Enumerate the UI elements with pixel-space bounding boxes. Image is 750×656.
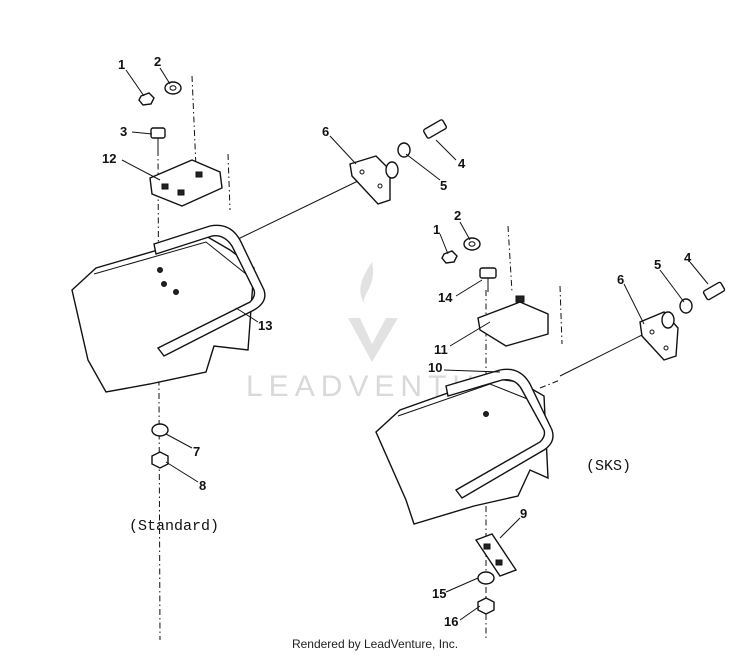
std-callout-5: 5 [440,178,447,193]
std-callout-2: 2 [154,54,161,69]
std-washer-5 [397,142,411,158]
sks-assembly [375,225,726,640]
sks-callout-4: 4 [684,250,692,265]
std-nut-1 [138,92,155,106]
standard-callouts: 1 2 3 4 5 6 7 8 12 13 [102,54,466,493]
leader-lines [121,67,709,621]
sks-callout-11: 11 [434,342,448,357]
standard-caption: (Standard) [129,518,219,535]
std-bolt-3 [150,127,166,139]
std-alignment-line-a [191,75,197,169]
sks-alignment-line-d [539,379,561,389]
sks-caption: (SKS) [586,458,631,475]
sks-callout-6: 6 [617,272,624,287]
sks-washer-15 [477,571,495,585]
sks-nut-16 [477,597,495,615]
sks-callout-2: 2 [454,208,461,223]
sks-rod-line [559,333,645,377]
watermark-flame-icon [360,262,374,306]
std-callout-8: 8 [199,478,206,493]
std-callout-7: 7 [193,444,200,459]
sks-callouts: 1 2 4 5 6 9 10 11 14 15 16 [428,208,692,629]
std-callout-1: 1 [118,57,125,72]
sks-guard-frame-10 [445,368,554,499]
std-callout-3: 3 [120,124,127,139]
std-guard-frame-13 [153,224,266,357]
std-rod-line [235,179,361,241]
sks-washer-5 [679,298,693,314]
std-callout-4: 4 [458,156,466,171]
watermark-v-icon [348,318,398,362]
std-callout-13: 13 [258,318,272,333]
sks-callout-5: 5 [654,257,661,272]
footer-credit: Rendered by LeadVenture, Inc. [291,637,459,651]
sks-callout-10: 10 [428,360,442,375]
sks-callout-16: 16 [444,614,458,629]
sks-washer-2 [463,237,481,251]
sks-plate-9 [474,533,518,577]
std-bracket-12 [149,159,223,207]
std-washer-7 [151,423,169,437]
std-alignment-line-b [157,149,161,641]
sks-callout-9: 9 [520,506,527,521]
std-nut-8 [151,451,169,469]
sks-bolt-14 [479,267,497,279]
std-alignment-line-c [227,153,231,211]
sks-callout-14: 14 [438,290,453,305]
sks-bolt-4 [702,281,726,301]
sks-callout-15: 15 [432,586,446,601]
sks-bracket-11 [477,301,549,347]
sks-alignment-line-a [507,225,513,293]
std-hinge-6 [349,155,391,205]
standard-assembly [71,75,447,641]
std-washer-2 [164,81,182,95]
sks-callout-1: 1 [433,222,440,237]
std-callout-12: 12 [102,151,116,166]
std-callout-6: 6 [322,124,329,139]
std-bolt-4 [423,119,447,139]
sks-nut-1 [441,250,458,264]
sks-alignment-line-c [559,285,563,345]
